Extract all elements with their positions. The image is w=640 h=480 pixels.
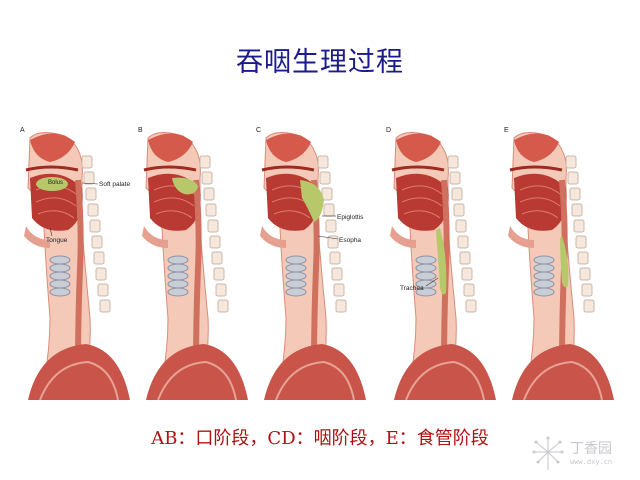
- epiglottis-label: Epiglottis: [337, 214, 364, 221]
- panel-c-letter: C: [256, 127, 261, 134]
- panel-a: A Bolus Soft palate Tongue: [20, 127, 130, 400]
- panel-d: D Trachea: [386, 127, 496, 400]
- bolus-shape: [436, 228, 447, 295]
- bolus-shape: [172, 177, 198, 195]
- panel-e-letter: E: [504, 127, 509, 134]
- panel-d-letter: D: [386, 127, 391, 134]
- soft-palate-label: Soft palate: [99, 181, 130, 188]
- watermark-text: 丁香园: [570, 441, 612, 457]
- watermark: 丁香园 www.dxy.cn: [528, 434, 638, 474]
- watermark-url: www.dxy.cn: [570, 458, 613, 466]
- bolus-shape: [560, 236, 569, 288]
- tongue-label: Tongue: [46, 237, 68, 244]
- esophagus-label: Esopha: [339, 237, 361, 244]
- bolus-shape: [36, 177, 68, 191]
- bolus-label: Bolus: [48, 180, 63, 186]
- swallowing-illustration: A Bolus Soft palate Tongue B C Epiglotti…: [20, 127, 640, 400]
- slide-title: 吞咽生理过程: [236, 47, 404, 78]
- bolus-shape: [300, 180, 324, 222]
- swallowing-figure: A Bolus Soft palate Tongue B C Epiglotti…: [20, 118, 640, 400]
- panel-b-letter: B: [138, 127, 143, 134]
- dandelion-logo-icon: [532, 436, 564, 470]
- panel-e: E: [504, 127, 614, 400]
- panel-b: B: [138, 127, 248, 400]
- slide-caption: AB：口阶段，CD：咽阶段，E：食管阶段: [151, 428, 489, 449]
- panel-a-letter: A: [20, 127, 25, 134]
- panel-c: C Epiglottis Esopha: [256, 127, 366, 400]
- trachea-label: Trachea: [400, 285, 424, 292]
